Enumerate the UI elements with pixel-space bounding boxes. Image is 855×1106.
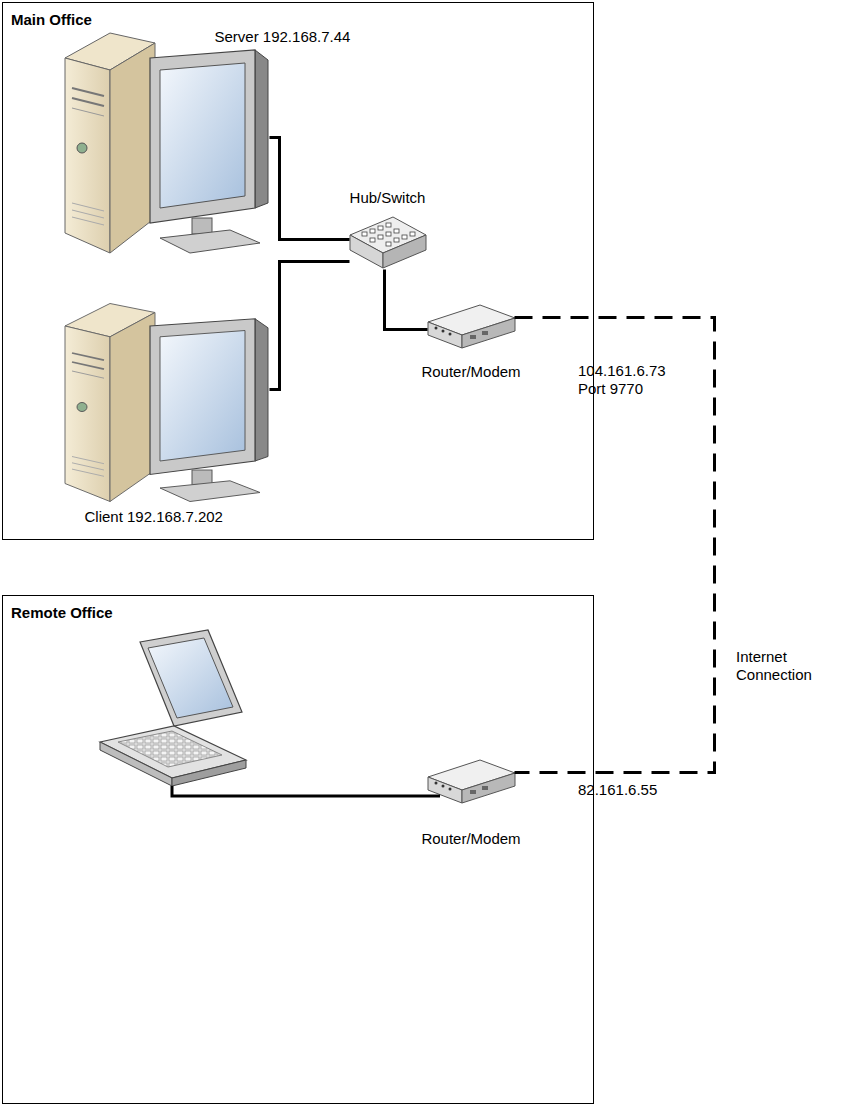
- device-label: Server 192.168.7.44: [215, 28, 425, 46]
- router-node: Router/Modem: [428, 305, 515, 348]
- router-modem-icon: [428, 305, 515, 348]
- device-label: Client 192.168.7.202: [85, 508, 295, 526]
- server-node: Server 192.168.7.44: [60, 18, 270, 255]
- network-cable: [270, 138, 350, 240]
- client-node: Client 192.168.7.202: [60, 290, 270, 502]
- switch-node: Hub/Switch: [350, 215, 426, 270]
- office-region: Main OfficeServer 192.168.7.44Hub/Switch…: [2, 2, 594, 540]
- device-label: Hub/Switch: [326, 189, 450, 207]
- office-region: Remote OfficeRouter/Modem: [2, 595, 594, 1104]
- connection-label: Internet Connection: [736, 648, 836, 684]
- device-label: Router/Modem: [406, 830, 537, 848]
- region-title: Remote Office: [11, 604, 601, 622]
- region-title: Main Office: [11, 11, 601, 29]
- ip-address: 104.161.6.73 Port 9770: [578, 362, 674, 398]
- laptop-computer: [100, 630, 246, 786]
- laptop-wire: [172, 786, 440, 796]
- router-modem-icon: [428, 760, 515, 803]
- ip-address: 82.161.6.55: [578, 781, 688, 799]
- device-label: Router/Modem: [406, 363, 537, 381]
- server-computer: [65, 33, 268, 253]
- router-node: Router/Modem: [428, 760, 515, 803]
- network-cable: [385, 270, 428, 330]
- hub-switch-icon: [350, 217, 426, 268]
- client-computer: [65, 304, 268, 502]
- network-cable: [270, 262, 350, 390]
- internet-link: [515, 318, 715, 773]
